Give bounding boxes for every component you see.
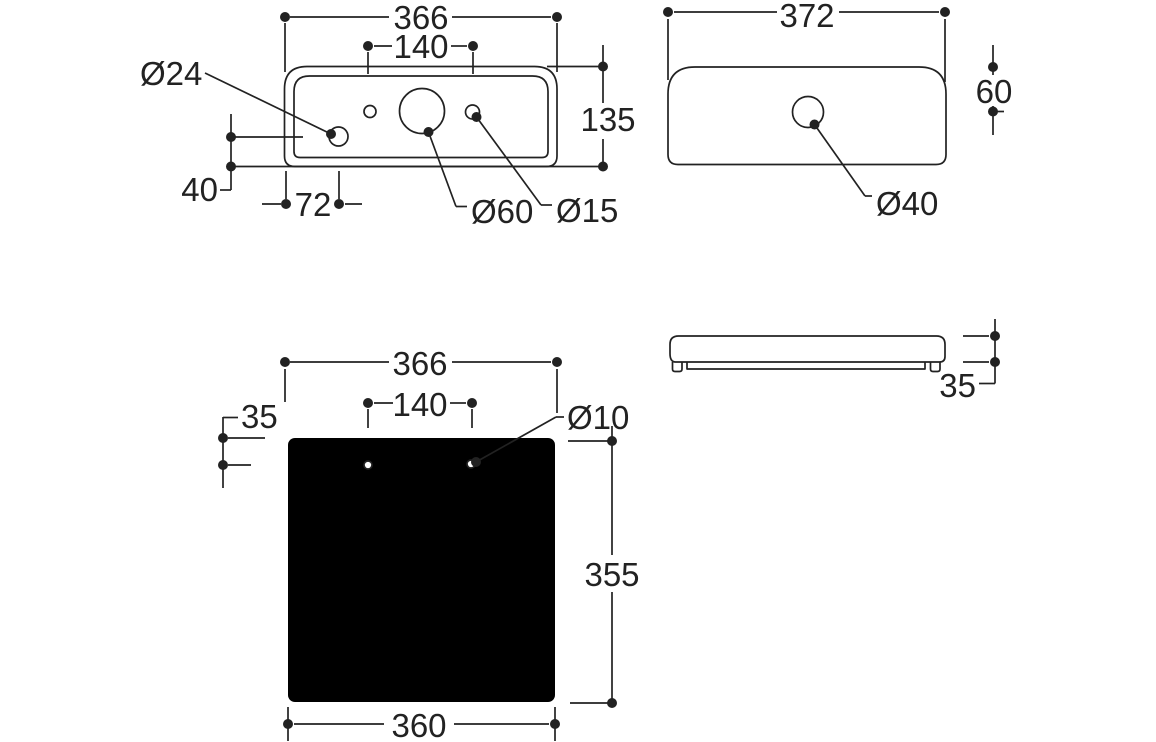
leader-line xyxy=(427,131,457,207)
lid-side-outline xyxy=(669,335,946,363)
lid-side-foot-left xyxy=(671,362,683,373)
leader-line xyxy=(204,72,332,135)
dim-height-355: 355 xyxy=(568,426,640,708)
dim-label-60: 60 xyxy=(976,73,1013,110)
dim-dot xyxy=(363,41,373,51)
leader-hole-dia-24: Ø24 xyxy=(140,55,336,139)
dim-label-140-front: 140 xyxy=(392,386,447,423)
dim-label-35-front: 35 xyxy=(241,398,278,435)
lid-top-view: 372 60 Ø40 xyxy=(663,0,1012,222)
dim-label-35-side: 35 xyxy=(939,367,976,404)
dim-dot xyxy=(334,199,344,209)
dim-dot xyxy=(988,106,998,117)
dim-base-width-360: 360 xyxy=(283,707,560,742)
dim-dot xyxy=(598,61,608,72)
leader-dot xyxy=(809,119,820,130)
dim-hole-offset-40: 40 xyxy=(181,114,303,208)
dim-dot xyxy=(226,161,236,172)
dim-label-dia10: Ø10 xyxy=(567,399,629,436)
leader-hole-dia-60: Ø60 xyxy=(423,127,533,230)
dim-dot xyxy=(940,7,950,17)
dim-dot xyxy=(607,436,617,446)
tank-outline-inner xyxy=(293,75,549,159)
dim-dot xyxy=(280,12,290,22)
dim-dot xyxy=(468,41,478,51)
dim-fixing-spacing-140: 140 xyxy=(363,386,477,428)
dim-label-366-front: 366 xyxy=(392,345,447,382)
leader-line xyxy=(475,416,557,463)
dim-label-360: 360 xyxy=(391,707,446,742)
dim-overall-width-366: 366 xyxy=(280,0,562,72)
leader-hole-dia-40: Ø40 xyxy=(809,119,938,222)
lid-side-recess xyxy=(686,362,926,370)
dim-dot xyxy=(990,357,1000,367)
leader-dot xyxy=(471,112,482,122)
dim-label-dia15: Ø15 xyxy=(556,192,618,229)
dim-hole-inset-72: 72 xyxy=(262,171,362,223)
dim-thickness-35: 35 xyxy=(939,319,1000,404)
dim-dot xyxy=(552,12,562,22)
tank-top-view: 366 140 Ø24 135 xyxy=(140,0,636,230)
dim-dot xyxy=(607,698,617,708)
lid-outline xyxy=(667,66,947,166)
dim-dot xyxy=(363,398,373,408)
lid-side-foot-right xyxy=(929,362,941,373)
dim-label-355: 355 xyxy=(584,556,639,593)
dim-label-dia60: Ø60 xyxy=(471,193,533,230)
dim-dot xyxy=(218,460,228,470)
dim-label-140: 140 xyxy=(393,28,448,65)
leader-dot xyxy=(326,129,336,139)
dim-overall-width-372: 372 xyxy=(663,0,950,82)
dim-label-366: 366 xyxy=(393,0,448,36)
tank-front-view: 366 140 35 Ø10 xyxy=(218,345,640,742)
leader-line xyxy=(813,124,866,197)
dim-dot xyxy=(218,433,228,443)
leader-dot xyxy=(471,457,481,467)
dim-dot xyxy=(598,161,608,172)
dim-label-372: 372 xyxy=(779,0,834,34)
dim-dot xyxy=(280,357,290,367)
dim-dot xyxy=(467,398,477,408)
leader-hole-dia-15: Ø15 xyxy=(471,112,618,229)
dim-label-40: 40 xyxy=(181,171,218,208)
flush-hole-60 xyxy=(398,87,446,135)
fixing-hole-left xyxy=(363,460,373,470)
dim-label-dia40: Ø40 xyxy=(876,185,938,222)
dim-label-dia24: Ø24 xyxy=(140,55,202,92)
tank-front-outline xyxy=(288,438,555,702)
dim-fixing-offset-35: 35 xyxy=(218,398,278,488)
small-hole-left xyxy=(363,104,377,119)
dim-hole-spacing-140: 140 xyxy=(363,28,478,74)
leader-dot xyxy=(423,127,434,137)
leader-hole-dia-10: Ø10 xyxy=(471,399,629,467)
dim-button-offset-60: 60 xyxy=(976,45,1013,135)
leader-line xyxy=(475,116,542,206)
lid-side-view: 35 xyxy=(669,319,1000,404)
dim-dot xyxy=(990,331,1000,341)
dim-dot xyxy=(663,7,673,17)
dim-dot xyxy=(552,357,562,367)
dim-label-72: 72 xyxy=(295,186,332,223)
dim-depth-135: 135 xyxy=(231,45,636,172)
dim-dot xyxy=(988,62,998,72)
dim-dot xyxy=(281,199,291,209)
dim-dot xyxy=(226,132,236,142)
dim-label-135: 135 xyxy=(580,101,635,138)
dim-overall-width-366-front: 366 xyxy=(280,345,562,413)
